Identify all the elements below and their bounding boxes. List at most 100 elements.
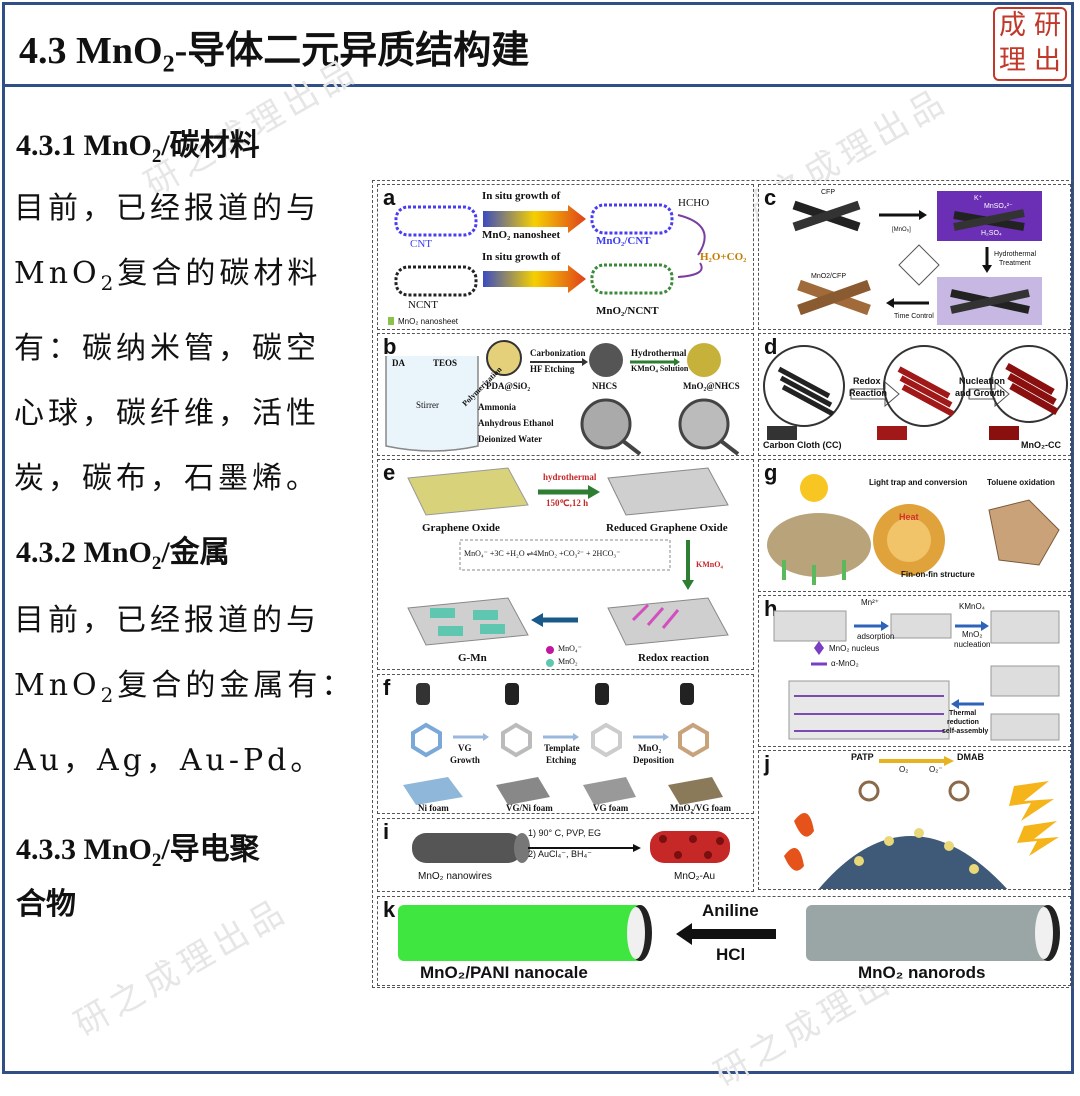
label-growth: Growth bbox=[450, 755, 480, 765]
label-go: Graphene Oxide bbox=[422, 522, 500, 534]
label-nucleation: Nucleation bbox=[959, 376, 1005, 386]
label-fin: Fin-on-fin structure bbox=[901, 570, 975, 579]
section-text-metal: 目前，已经报道的与 MnO2复合的金属有： Au，Ag，Au-Pd。 bbox=[14, 588, 359, 793]
label-mno6: [MnO₆] bbox=[892, 227, 911, 233]
label-deposition: Deposition bbox=[633, 755, 674, 765]
label-nanowires: MnO₂ nanowires bbox=[418, 871, 492, 882]
label-cond-2: 2) AuCl₄⁻, BH₄⁻ bbox=[528, 849, 592, 860]
label-growth: In situ growth of bbox=[482, 190, 560, 202]
label-growth: and Growth bbox=[955, 388, 1005, 398]
label-mno2: MnO₂ bbox=[962, 630, 982, 639]
label-mno2-nanorods: MnO₂ nanorods bbox=[858, 963, 986, 983]
label-vg-ni-foam: VG/Ni foam bbox=[506, 803, 553, 813]
label-ethanol: Anhydrous Ethanol bbox=[478, 418, 554, 428]
label-stirrer: Stirrer bbox=[416, 400, 439, 410]
label-cond-1: 1) 90° C, PVP, EG bbox=[528, 828, 601, 838]
panel-d: d Redox Reaction Nucleation and Growth C… bbox=[758, 333, 1071, 456]
label-cfp: CFP bbox=[821, 189, 835, 196]
label-nucleation: nucleation bbox=[954, 640, 990, 649]
title-bar: 4.3 MnO2-导体二元异质结构建 成研 理出 bbox=[5, 5, 1071, 87]
label-toluene: Toluene oxidation bbox=[987, 478, 1055, 487]
panel-e: e hydrothermal 150℃,12 h Graphene Oxide … bbox=[377, 459, 754, 670]
label-heat: Heat bbox=[899, 512, 919, 522]
panel-d-graphic bbox=[759, 334, 1071, 456]
label-water: Deionized Water bbox=[478, 434, 542, 444]
label-time-control: Time Control bbox=[894, 313, 934, 320]
label-reaction: Reaction bbox=[849, 388, 887, 398]
label-nhcs: NHCS bbox=[592, 381, 617, 391]
label-mn2: Mn²⁺ bbox=[861, 598, 879, 607]
label-mno2-nhcs: MnO₂@NHCS bbox=[683, 381, 740, 391]
panel-k: k Aniline HCl MnO₂/PANI nanocale MnO₂ na… bbox=[377, 896, 1071, 986]
legend-nanosheet: MnO₂ nanosheet bbox=[398, 317, 458, 326]
label-gmn: G-Mn bbox=[458, 652, 487, 664]
label-mno2-cc: MnO₂-CC bbox=[1021, 440, 1061, 450]
label-ncnt: NCNT bbox=[408, 299, 438, 311]
label-da: DA bbox=[392, 358, 405, 368]
label-carbonization: Carbonization bbox=[530, 348, 586, 358]
label-vg: VG bbox=[458, 743, 472, 753]
panel-a: a CNT NCNT In situ growth of MnO₂ nanosh… bbox=[377, 184, 754, 330]
label-pda-sio2: PDA@SiO₂ bbox=[486, 381, 530, 391]
label-hf: HF Etching bbox=[530, 364, 574, 374]
label-hydrothermal: Hydrothermal bbox=[994, 251, 1036, 258]
label-mno2-ncnt: MnO₂/NCNT bbox=[596, 305, 659, 317]
panel-b: b DA TEOS Stirrer Polymerization PDA@SiO… bbox=[377, 333, 754, 456]
panel-j: j PATP DMAB O₂ O₂⁻ bbox=[758, 750, 1071, 890]
label-mnso: MnSO₄²⁻ bbox=[984, 202, 1013, 210]
legend-mno4: MnO₄⁻ bbox=[558, 644, 582, 653]
section-heading-polymer: 4.3.3 MnO2/导电聚 合物 bbox=[16, 828, 260, 927]
legend-mno2: MnO₂ bbox=[558, 657, 578, 666]
section-heading-metal: 4.3.2 MnO2/金属 bbox=[16, 527, 230, 575]
label-redox: Redox bbox=[853, 376, 881, 386]
label-dmab: DMAB bbox=[957, 752, 984, 762]
label-kmno4: KMnO₄ bbox=[959, 602, 985, 611]
label-treatment: Treatment bbox=[999, 260, 1031, 267]
panel-f: f VG Growth Template Etching MnO₂ Deposi… bbox=[377, 674, 754, 814]
label-mno2: MnO₂ bbox=[638, 743, 661, 753]
label-template: Template bbox=[544, 743, 580, 753]
panel-h: h Mn²⁺ adsorption KMnO₄ MnO₂ nucleation … bbox=[758, 595, 1071, 747]
slide-title: 4.3 MnO2-导体二元异质结构建 bbox=[19, 19, 529, 79]
label-adsorption: adsorption bbox=[857, 632, 894, 641]
label-hydrothermal: hydrothermal bbox=[543, 472, 596, 482]
label-hydrothermal: Hydrothermal bbox=[631, 348, 686, 358]
label-redox-reaction: Redox reaction bbox=[638, 652, 709, 664]
label-h2o-co2: H₂O+CO₂ bbox=[700, 251, 746, 263]
label-mno2-cfp: MnO2/CFP bbox=[811, 273, 846, 280]
label-o2: O₂ bbox=[899, 765, 908, 774]
label-aniline: Aniline bbox=[702, 901, 759, 921]
label-etching: Etching bbox=[546, 755, 576, 765]
legend-alpha-mno2: α-MnO₂ bbox=[831, 659, 859, 668]
label-carbon-cloth: Carbon Cloth (CC) bbox=[763, 440, 842, 450]
label-mno2-vg-foam: MnO₂/VG foam bbox=[670, 803, 731, 813]
label-ammonia: Ammonia bbox=[478, 402, 516, 412]
label-mno2-cnt: MnO₂/CNT bbox=[596, 235, 651, 247]
panel-j-graphic bbox=[759, 751, 1071, 890]
label-k: K⁺ bbox=[974, 194, 982, 202]
section-heading-carbon: 4.3.1 MnO2/碳材料 bbox=[16, 120, 260, 168]
label-teos: TEOS bbox=[433, 358, 457, 368]
label-growth-2: In situ growth of bbox=[482, 251, 560, 263]
label-condition: 150℃,12 h bbox=[546, 498, 588, 509]
label-thermal: Thermal bbox=[949, 710, 976, 717]
label-rgo: Reduced Graphene Oxide bbox=[606, 522, 728, 534]
panel-i: i 1) 90° C, PVP, EG 2) AuCl₄⁻, BH₄⁻ MnO₂… bbox=[377, 818, 754, 892]
label-ni-foam: Ni foam bbox=[418, 803, 449, 813]
label-hcl: HCl bbox=[716, 945, 745, 965]
label-nanosheet: MnO₂ nanosheet bbox=[482, 229, 560, 241]
label-o2-minus: O₂⁻ bbox=[929, 765, 943, 774]
label-kmno4: KMnO₄ Solution bbox=[631, 364, 688, 373]
label-equation: MnO₄⁻ +3C +H₂O ⇌4MnO₂ +CO₃²⁻ + 2HCO₃⁻ bbox=[464, 549, 620, 558]
label-vg-foam: VG foam bbox=[593, 803, 628, 813]
legend-nucleus: MnO₂ nucleus bbox=[829, 644, 879, 653]
label-hcho: HCHO bbox=[678, 197, 709, 209]
label-reduction: reduction bbox=[947, 719, 979, 726]
panel-g: g Light trap and conversion Toluene oxid… bbox=[758, 459, 1071, 592]
label-mno2-au: MnO₂-Au bbox=[674, 871, 715, 882]
section-text-carbon: 目前，已经报道的与 MnO2复合的碳材料 有：碳纳米管，碳空 心球，碳纤维，活性… bbox=[14, 176, 359, 511]
panel-h-graphic bbox=[759, 596, 1071, 747]
panel-c: c CFP K⁺ MnSO₄²⁻ H₂SO₄ Hydrothermal Trea… bbox=[758, 184, 1071, 330]
brand-logo: 成研 理出 bbox=[993, 7, 1067, 81]
label-mno2-pani: MnO₂/PANI nanocale bbox=[420, 963, 588, 983]
